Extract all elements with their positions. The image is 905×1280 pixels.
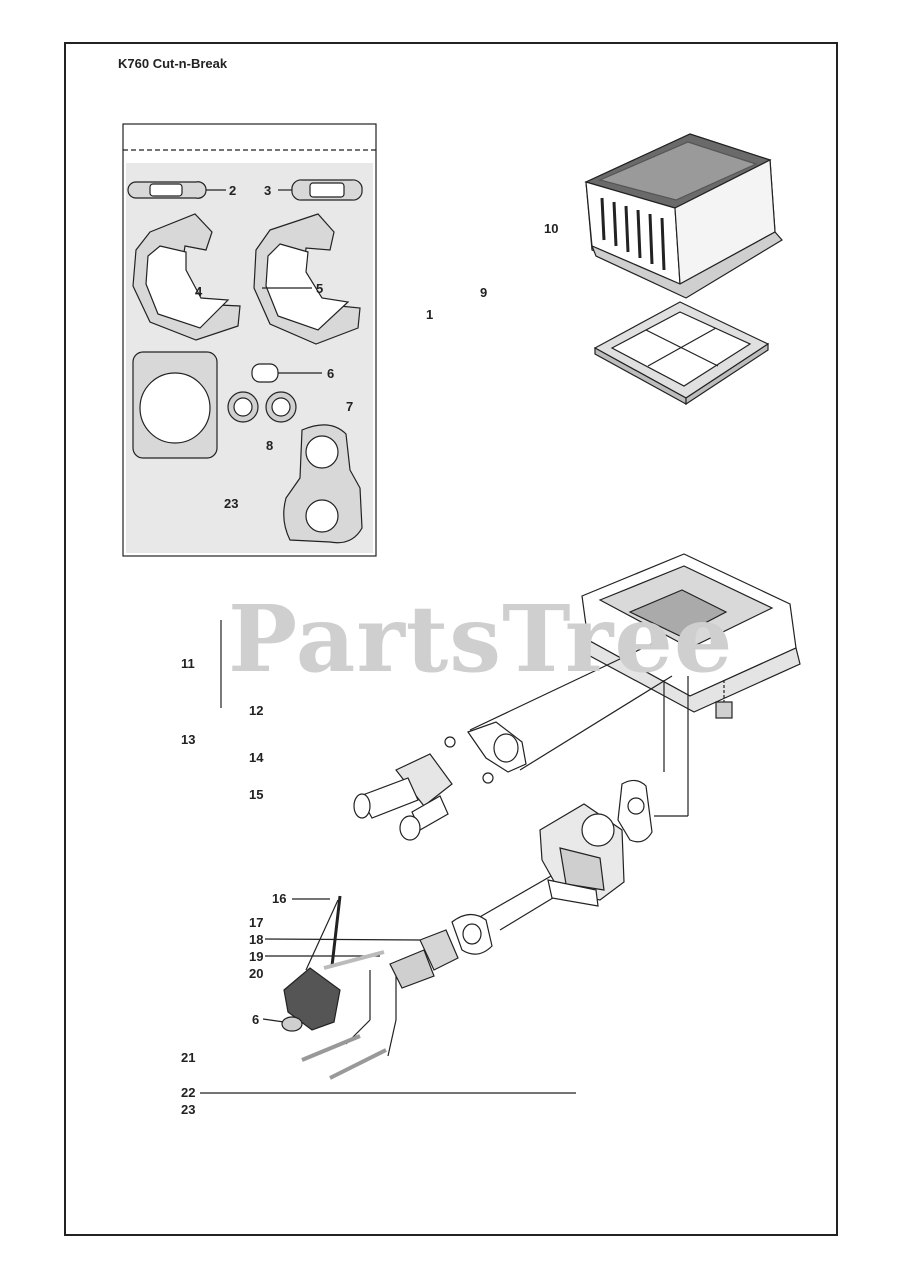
callout-21[interactable]: 21 bbox=[181, 1050, 196, 1065]
air-filter-cover-icon bbox=[584, 133, 783, 299]
callout-5[interactable]: 5 bbox=[316, 281, 324, 296]
callout-23[interactable]: 23 bbox=[181, 1102, 196, 1117]
callout-7[interactable]: 7 bbox=[346, 399, 354, 414]
callout-23-kit[interactable]: 23 bbox=[224, 496, 239, 511]
callout-17[interactable]: 17 bbox=[249, 915, 264, 930]
callout-8[interactable]: 8 bbox=[266, 438, 274, 453]
callout-6[interactable]: 6 bbox=[327, 366, 335, 381]
callout-12[interactable]: 12 bbox=[249, 703, 264, 718]
filter-housing-icon bbox=[581, 553, 801, 719]
callout-10[interactable]: 10 bbox=[544, 221, 559, 236]
carburetor-icon bbox=[539, 803, 625, 907]
callout-2[interactable]: 2 bbox=[229, 183, 237, 198]
callout-1[interactable]: 1 bbox=[426, 307, 434, 322]
callout-20[interactable]: 20 bbox=[249, 966, 264, 981]
callout-22[interactable]: 22 bbox=[181, 1085, 196, 1100]
callout-16[interactable]: 16 bbox=[272, 891, 287, 906]
callout-18[interactable]: 18 bbox=[249, 932, 264, 947]
callout-11[interactable]: 11 bbox=[181, 656, 195, 671]
gasket-kit-icon bbox=[122, 123, 377, 557]
callout-4[interactable]: 4 bbox=[195, 284, 203, 299]
page-title: K760 Cut-n-Break bbox=[118, 56, 228, 71]
air-filter-icon bbox=[593, 301, 770, 406]
callout-14[interactable]: 14 bbox=[249, 750, 264, 765]
callout-6-lower[interactable]: 6 bbox=[252, 1012, 260, 1027]
callout-3[interactable]: 3 bbox=[264, 183, 272, 198]
callout-15[interactable]: 15 bbox=[249, 787, 264, 802]
callout-19[interactable]: 19 bbox=[249, 949, 264, 964]
intake-manifold-icon bbox=[353, 721, 653, 843]
screw-icon bbox=[281, 895, 493, 1080]
callout-9[interactable]: 9 bbox=[480, 285, 488, 300]
watermark: PartsTree bbox=[228, 585, 734, 693]
callout-13[interactable]: 13 bbox=[181, 732, 196, 747]
assembly-lines bbox=[200, 620, 689, 1094]
page-border bbox=[64, 42, 838, 1236]
